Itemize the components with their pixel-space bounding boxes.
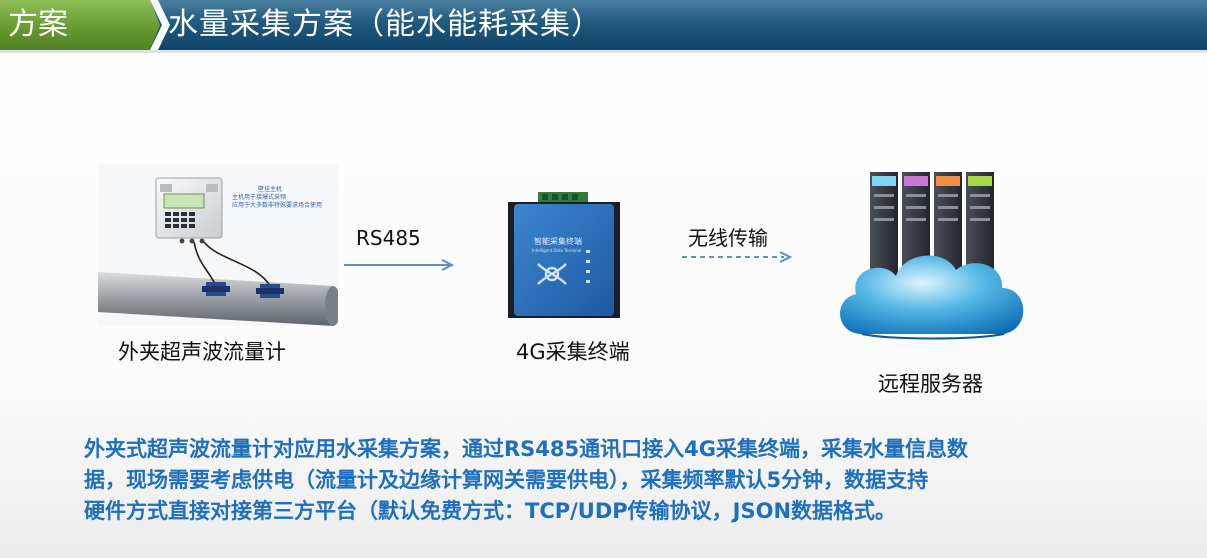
header-tag-band (0, 0, 160, 50)
flowmeter-note-line2: 主机用于接爆式采频 (232, 194, 287, 201)
description-line-2: 据，现场需要考虑供电（流量计及边缘计算网关需要供电），采集频率默认5分钟，数据支… (84, 468, 929, 492)
4g-terminal-icon (508, 192, 620, 318)
flowmeter-image: 壁挂主机 主机用于接爆式采频 应用于大多数非特殊要求场合使用 (98, 164, 338, 326)
wireless-label: 无线传输 (688, 226, 768, 250)
flowmeter-note-line3: 应用于大多数非特殊要求场合使用 (232, 202, 323, 209)
header-main-band (0, 0, 1207, 50)
description-line-1: 外夹式超声波流量计对应用水采集方案，通过RS485通讯口接入4G采集终端，采集水… (84, 437, 968, 461)
flowmeter-label: 外夹超声波流量计 (118, 340, 286, 364)
header-tag: 方案 (8, 7, 68, 42)
description-line-3: 硬件方式直接对接第三方平台（默认免费方式：TCP/UDP传输协议，JSON数据格… (84, 499, 897, 523)
page-title: 水量采集方案（能水能耗采集） (168, 7, 602, 42)
cloud-server-icon (840, 172, 1024, 340)
header-bar: 方案 水量采集方案（能水能耗采集） (0, 0, 1207, 50)
header-divider (0, 50, 1207, 53)
ultrasonic-flowmeter-icon (98, 177, 338, 326)
rs485-arrow-icon (344, 259, 455, 271)
wireless-arrow-icon (682, 251, 793, 263)
terminal-device-subtext: Intelligent Data Terminal (532, 248, 582, 253)
terminal-device-text: 智能采集终端 (534, 237, 582, 246)
flowmeter-note-line1: 壁挂主机 (258, 186, 283, 193)
description-paragraph: 外夹式超声波流量计对应用水采集方案，通过RS485通讯口接入4G采集终端，采集水… (84, 434, 1154, 527)
terminal-label: 4G采集终端 (516, 340, 630, 364)
rs485-label: RS485 (356, 226, 421, 250)
terminal-image: 智能采集终端 Intelligent Data Terminal (508, 192, 620, 318)
server-label: 远程服务器 (878, 372, 983, 396)
